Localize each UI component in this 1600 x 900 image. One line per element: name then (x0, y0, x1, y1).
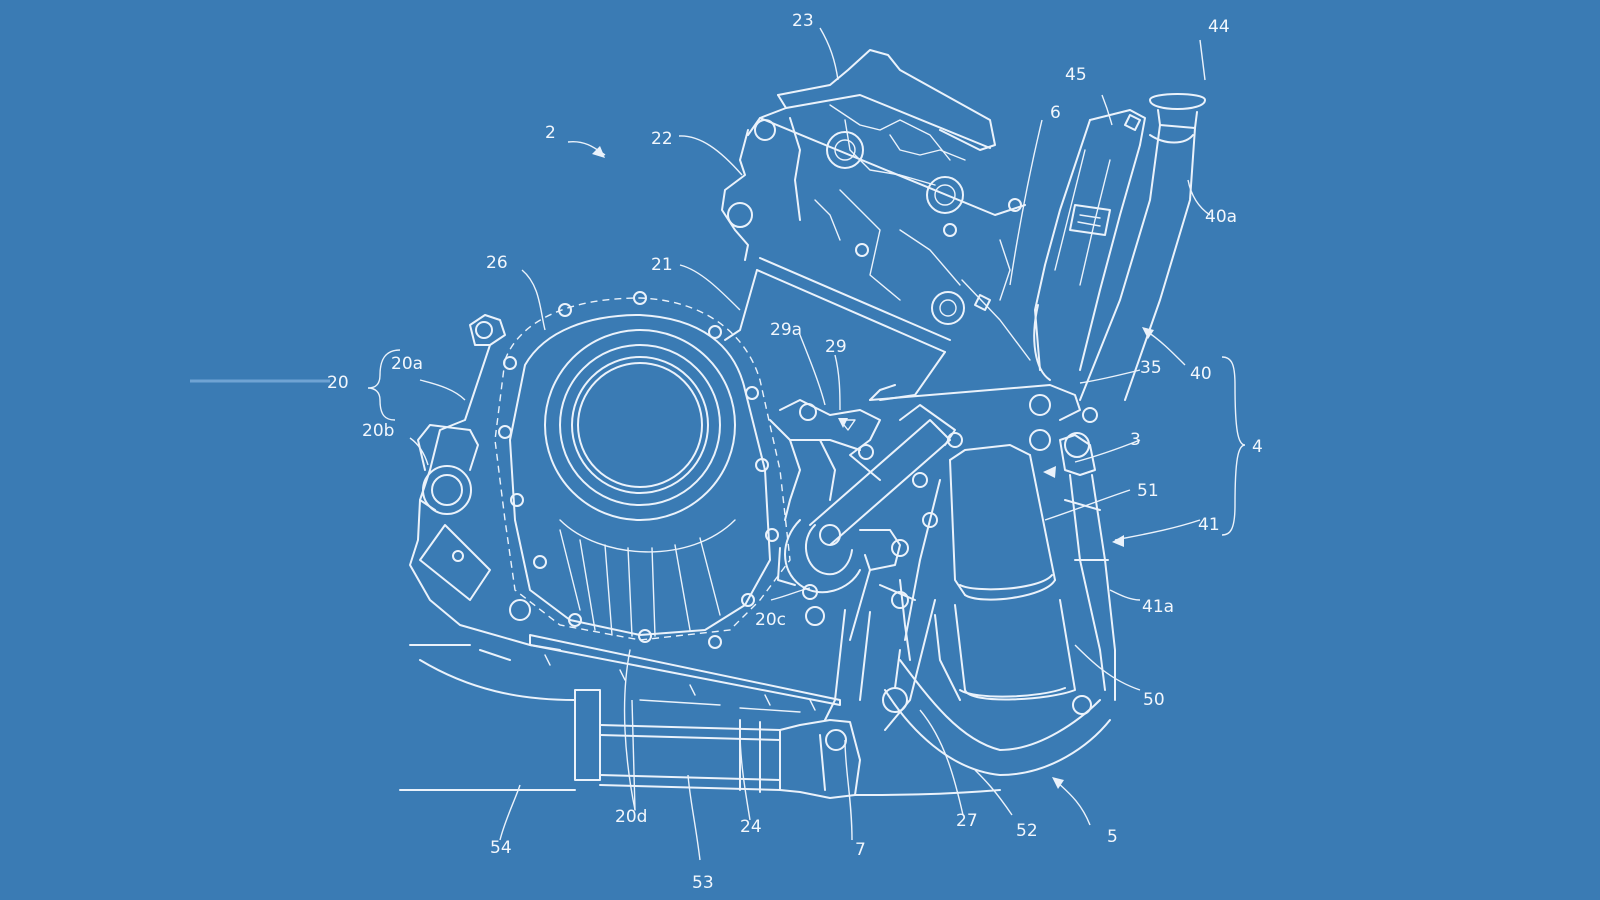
label-4: 4 (1252, 437, 1263, 457)
label-41: 41 (1198, 515, 1220, 535)
crankcase (409, 291, 841, 713)
label-54: 54 (490, 838, 512, 858)
oil-reservoir (1033, 93, 1206, 401)
label-20a: 20a (391, 354, 423, 374)
label-20b: 20b (362, 421, 394, 441)
exhaust-system (824, 432, 1116, 776)
label-22: 22 (651, 129, 673, 149)
label-23: 23 (792, 11, 814, 31)
label-21: 21 (651, 255, 673, 275)
label-7: 7 (855, 840, 866, 860)
label-3: 3 (1130, 430, 1141, 450)
label-24: 24 (740, 817, 762, 837)
label-20c: 20c (755, 610, 786, 630)
leader-lines (367, 27, 1246, 861)
reference-labels: 2 3 4 5 6 7 20 20a 20b 20c 20d 21 22 23 … (327, 11, 1263, 893)
label-20: 20 (327, 373, 349, 393)
cover-bolts (498, 291, 779, 649)
lower-collector (399, 644, 1001, 811)
label-27: 27 (956, 811, 978, 831)
label-40: 40 (1190, 364, 1212, 384)
label-20d: 20d (615, 807, 647, 827)
arrowheads (592, 146, 1154, 789)
cylinder-head (721, 49, 1026, 353)
label-41a: 41a (1142, 597, 1174, 617)
label-5: 5 (1107, 827, 1118, 847)
label-52: 52 (1016, 821, 1038, 841)
intake-pipe (809, 384, 1098, 661)
label-6: 6 (1050, 103, 1061, 123)
label-29: 29 (825, 337, 847, 357)
label-45: 45 (1065, 65, 1087, 85)
label-26: 26 (486, 253, 508, 273)
label-35: 35 (1140, 358, 1162, 378)
label-29a: 29a (770, 320, 802, 340)
label-2: 2 (545, 123, 556, 143)
label-51: 51 (1137, 481, 1159, 501)
label-40a: 40a (1205, 207, 1237, 227)
label-44: 44 (1208, 17, 1230, 37)
label-50: 50 (1143, 690, 1165, 710)
label-53: 53 (692, 873, 714, 893)
